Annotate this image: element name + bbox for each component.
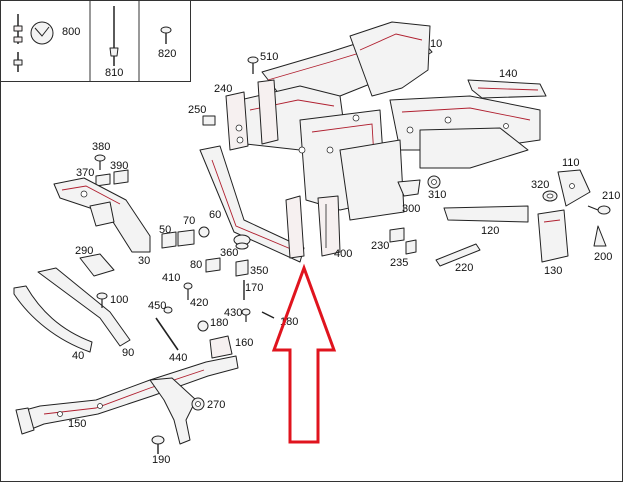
bar-90	[37, 267, 131, 347]
bolt-210	[587, 205, 611, 215]
label-230: 230	[371, 240, 389, 252]
label-170: 170	[245, 282, 263, 294]
label-50: 50	[159, 224, 171, 236]
bolt-190	[151, 435, 165, 454]
label-420: 420	[190, 297, 208, 309]
label-360: 360	[220, 247, 238, 259]
washer-270	[191, 397, 205, 411]
label-40: 40	[72, 350, 84, 362]
bracket-300	[397, 179, 421, 197]
label-390: 390	[110, 160, 128, 172]
bracket-80	[205, 257, 221, 273]
label-130: 130	[544, 265, 562, 277]
pin-180-right	[261, 311, 275, 319]
front-frame-assembly	[199, 21, 541, 263]
fastener-inset: 800 810 820	[0, 0, 191, 82]
bar-120	[443, 205, 529, 223]
label-120: 120	[481, 225, 499, 237]
gusset-200	[593, 225, 607, 247]
clip-370	[95, 173, 111, 187]
label-510: 510	[260, 51, 278, 63]
label-290: 290	[75, 245, 93, 257]
bolt-450	[163, 306, 173, 314]
label-160: 160	[235, 337, 253, 349]
bracket-70	[177, 229, 195, 247]
label-200: 200	[594, 251, 612, 263]
label-100: 100	[110, 294, 128, 306]
label-235: 235	[390, 257, 408, 269]
screw-icon	[160, 26, 172, 44]
strut-40	[13, 285, 93, 353]
block-290	[79, 253, 115, 277]
bracket-140	[467, 79, 547, 99]
clip-230	[389, 227, 405, 243]
lower-rail-150	[15, 355, 239, 445]
label-190: 190	[152, 454, 170, 466]
label-10: 10	[430, 38, 442, 50]
bolt-set-icon	[13, 14, 54, 72]
label-450: 450	[148, 300, 166, 312]
label-430: 430	[224, 307, 242, 319]
label-820: 820	[158, 48, 176, 60]
label-80: 80	[190, 259, 202, 271]
bumper-carrier-30	[53, 177, 151, 253]
rod-440	[155, 317, 179, 351]
label-320: 320	[531, 179, 549, 191]
label-350: 350	[250, 265, 268, 277]
bracket-50	[161, 231, 177, 249]
label-410: 410	[162, 272, 180, 284]
label-30: 30	[138, 255, 150, 267]
label-90: 90	[122, 347, 134, 359]
bracket-160	[209, 335, 233, 359]
bracket-110	[557, 169, 591, 207]
screw-380	[94, 154, 106, 170]
nut-180-left	[197, 320, 209, 332]
label-240: 240	[214, 83, 232, 95]
bolt-510	[247, 56, 259, 74]
bolt-100	[96, 292, 108, 308]
bolt-410	[183, 282, 193, 300]
grommet-360	[233, 234, 251, 250]
label-440: 440	[169, 352, 187, 364]
bar-220	[435, 243, 481, 267]
washer-320	[542, 190, 558, 202]
label-270: 270	[207, 399, 225, 411]
label-310: 310	[428, 189, 446, 201]
label-300: 300	[402, 203, 420, 215]
label-380: 380	[92, 141, 110, 153]
label-150: 150	[68, 418, 86, 430]
clip-350	[235, 259, 249, 277]
label-810: 810	[105, 67, 123, 79]
clip-235	[405, 239, 417, 255]
label-220: 220	[455, 262, 473, 274]
label-210: 210	[602, 190, 620, 202]
label-400: 400	[334, 248, 352, 260]
nut-60	[198, 226, 210, 238]
label-180-left: 180	[210, 317, 228, 329]
label-60: 60	[209, 209, 221, 221]
label-800: 800	[62, 26, 80, 38]
highlight-arrow	[271, 263, 337, 444]
plate-130	[537, 209, 569, 263]
label-370: 370	[76, 167, 94, 179]
label-250: 250	[188, 104, 206, 116]
clip-390	[113, 169, 129, 185]
label-70: 70	[183, 215, 195, 227]
label-110: 110	[562, 157, 580, 169]
bolt-430	[241, 308, 251, 322]
rivet-stud-icon	[109, 6, 119, 66]
nut-310	[427, 175, 441, 189]
label-140: 140	[499, 68, 517, 80]
